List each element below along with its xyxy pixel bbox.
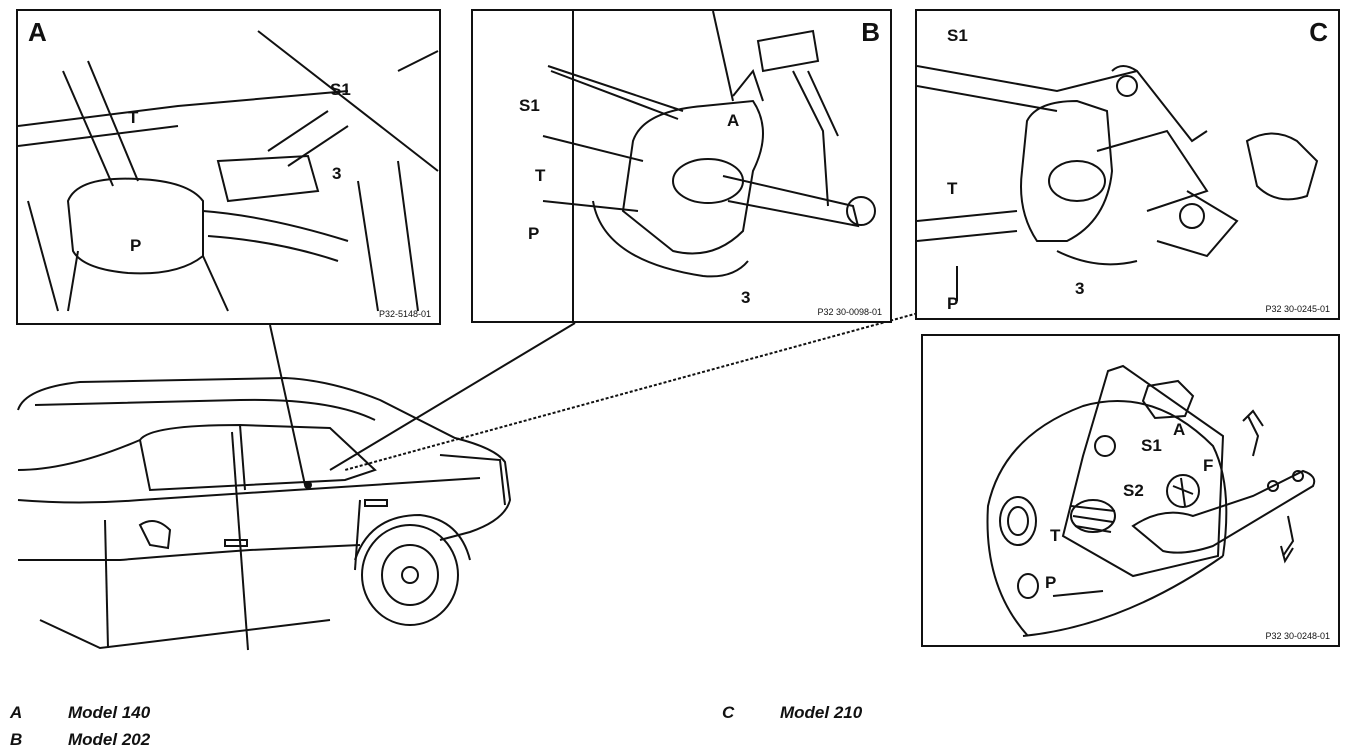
panel-a-letter: A	[28, 17, 47, 47]
label-b-s1: S1	[519, 96, 540, 115]
valve-closeup-drawing: S1 A S2 F T P	[986, 364, 1316, 637]
label-a-t: T	[128, 108, 139, 127]
legend-text-a: Model 140	[68, 703, 151, 722]
panel-d-code: P32 30-0248-01	[1265, 631, 1330, 641]
detail-panel-a: S1 T 3 P A P32-5148-01	[16, 9, 441, 325]
label-b-a: A	[727, 111, 739, 130]
label-b-t: T	[535, 166, 546, 185]
valve-drawing-c: S1 T P 3	[917, 26, 1319, 313]
label-d-a: A	[1173, 420, 1185, 439]
label-a-p: P	[130, 236, 141, 255]
label-c-p: P	[947, 294, 958, 313]
legend-item-c: C Model 210	[722, 703, 862, 723]
legend-key-c: C	[722, 703, 735, 722]
leader-line-c	[344, 311, 923, 471]
legend-text-c: Model 210	[780, 703, 863, 722]
legend-key-b: B	[10, 730, 23, 749]
label-b-p: P	[528, 224, 539, 243]
legend-item-b: B Model 202	[10, 730, 150, 750]
detail-panel-d: S1 A S2 F T P P32 30-0248-01	[921, 334, 1340, 647]
label-c-3: 3	[1075, 279, 1084, 298]
label-d-s1: S1	[1141, 436, 1162, 455]
panel-c-letter: C	[1309, 17, 1328, 47]
label-c-t: T	[947, 179, 958, 198]
label-d-f: F	[1203, 456, 1213, 475]
legend-text-b: Model 202	[68, 730, 151, 749]
label-a-s1: S1	[330, 80, 351, 99]
valve-drawing-b: S1 T P A 3	[519, 11, 876, 321]
panel-c-code: P32 30-0245-01	[1265, 304, 1330, 314]
leader-line-a	[269, 324, 306, 486]
label-c-s1: S1	[947, 26, 968, 45]
panel-b-letter: B	[861, 17, 880, 47]
legend-item-a: A Model 140	[10, 703, 150, 723]
legend-key-a: A	[10, 703, 23, 722]
panel-a-code: P32-5148-01	[378, 309, 431, 319]
leader-line-b	[329, 322, 576, 471]
label-d-p: P	[1045, 573, 1056, 592]
label-d-s2: S2	[1123, 481, 1144, 500]
panel-b-code: P32 30-0098-01	[817, 307, 882, 317]
detail-panel-c: S1 T P 3 C P32 30-0245-01	[915, 9, 1340, 320]
label-d-t: T	[1050, 526, 1061, 545]
label-b-3: 3	[741, 288, 750, 307]
detail-panel-b: S1 T P A 3 B P32 30-0098-01	[471, 9, 892, 323]
engine-bay-drawing-a: S1 T 3 P	[18, 30, 439, 312]
label-a-3: 3	[332, 164, 341, 183]
